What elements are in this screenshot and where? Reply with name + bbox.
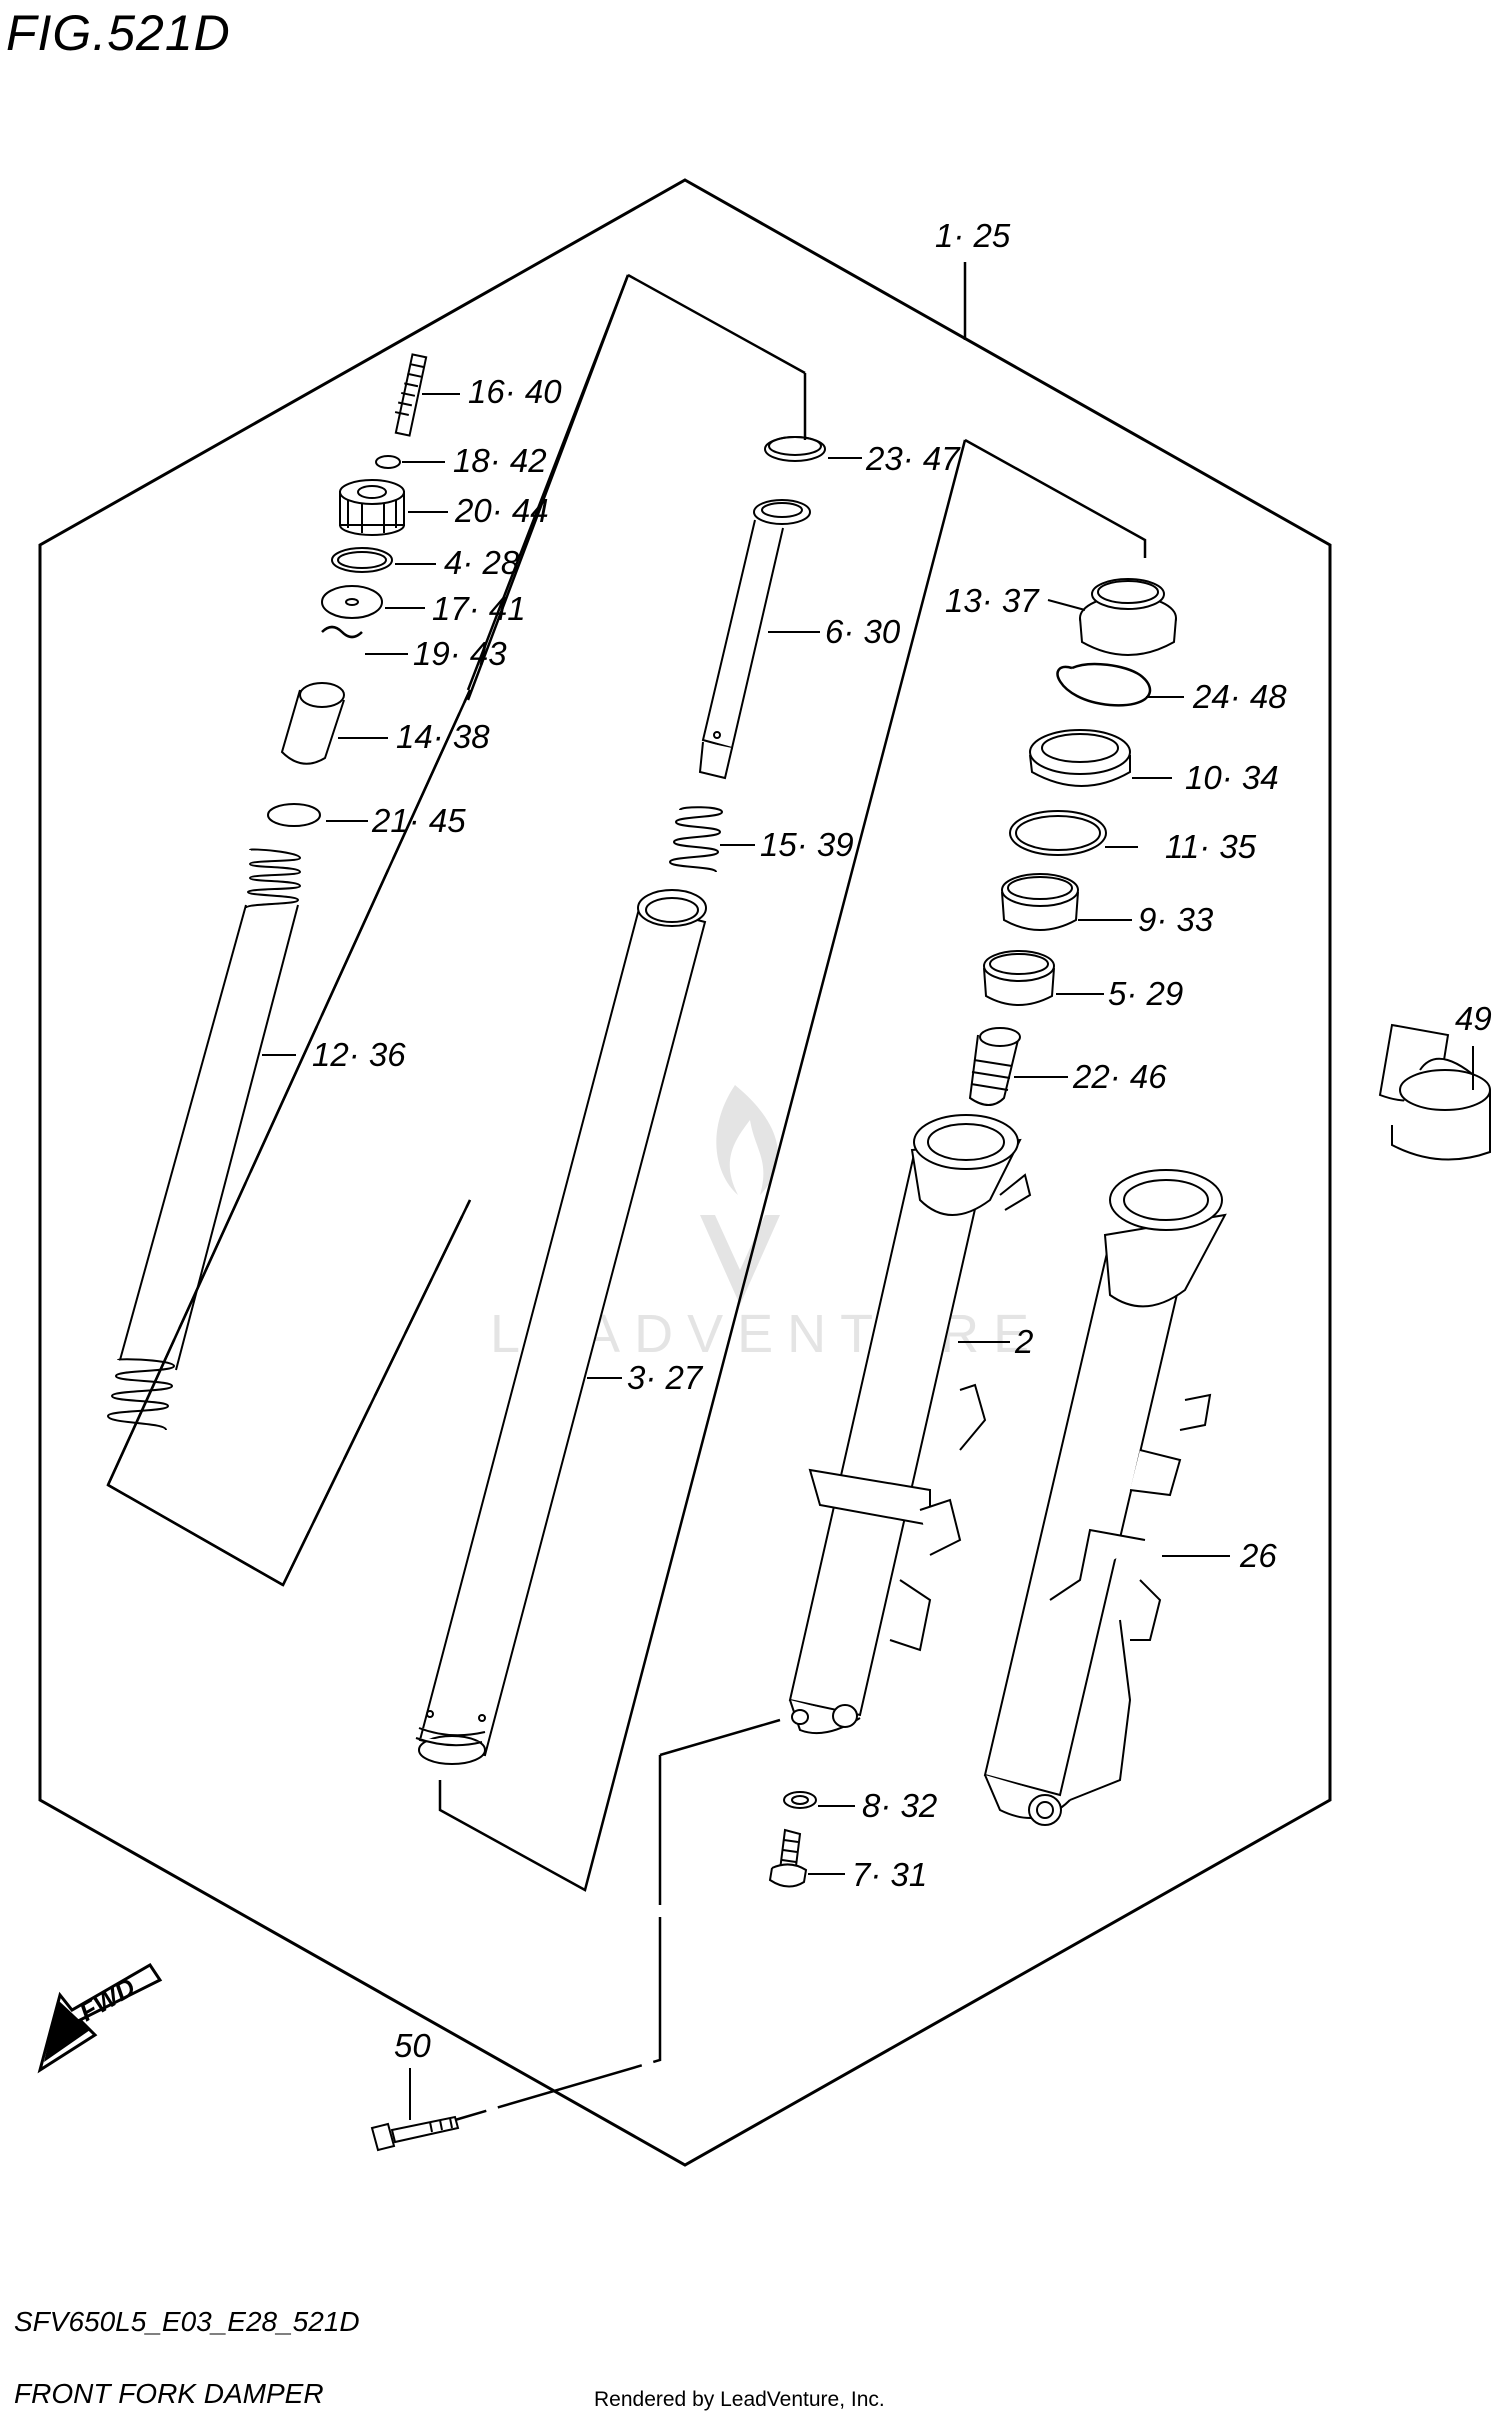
part-20-44 — [339, 479, 405, 536]
part-10-34 — [1029, 729, 1131, 787]
part-18-42 — [375, 455, 401, 469]
callout-8-32: 8· 32 — [862, 1787, 937, 1824]
callout-labels: 1· 25 16· 40 18· 42 20· 44 4· 28 17· 41 … — [312, 217, 1492, 2064]
callout-18-42: 18· 42 — [453, 442, 547, 479]
drawing-code: SFV650L5_E03_E28_521D — [14, 2306, 360, 2337]
callout-15-39: 15· 39 — [760, 826, 854, 863]
part-26 — [983, 1169, 1227, 1826]
part-23-47 — [764, 436, 826, 462]
part-13-37 — [1079, 578, 1177, 656]
part-14-38 — [280, 682, 345, 765]
part-4-28 — [331, 547, 393, 573]
part-22-46 — [968, 1027, 1021, 1106]
callout-22-46: 22· 46 — [1072, 1058, 1167, 1095]
callout-4-28: 4· 28 — [444, 544, 520, 581]
part-2 — [788, 1114, 1032, 1735]
callout-14-38: 14· 38 — [396, 718, 490, 755]
callout-11-35: 11· 35 — [1165, 828, 1257, 865]
callout-49: 49 — [1455, 1000, 1492, 1037]
render-credit: Rendered by LeadVenture, Inc. — [594, 2388, 885, 2411]
part-7-31 — [768, 1828, 808, 1888]
outer-tube-group-boundary — [438, 373, 1147, 1892]
callout-21-45: 21· 45 — [371, 802, 466, 839]
callout-1-25: 1· 25 — [935, 217, 1011, 254]
fwd-arrow-icon: FWD — [37, 1962, 163, 2074]
callout-50: 50 — [394, 2027, 431, 2064]
part-21-45 — [267, 803, 321, 827]
part-11-35 — [1009, 810, 1107, 856]
part-5-29 — [983, 950, 1055, 1006]
part-8-32 — [783, 1791, 817, 1809]
callout-16-40: 16· 40 — [468, 373, 562, 410]
part-50 — [370, 2115, 460, 2152]
callout-10-34: 10· 34 — [1185, 759, 1279, 796]
callout-2: 2 — [1014, 1323, 1033, 1360]
part-3-27 — [415, 889, 707, 1765]
part-6-30 — [698, 499, 811, 780]
figure-title: FIG.521D — [6, 5, 231, 61]
part-19-43 — [321, 625, 363, 639]
assembly-name: FRONT FORK DAMPER — [14, 2378, 324, 2409]
callout-19-43: 19· 43 — [413, 635, 507, 672]
part-24-48 — [1056, 662, 1152, 707]
callout-17-41: 17· 41 — [432, 590, 526, 627]
part-9-33 — [1001, 873, 1079, 931]
callout-12-36: 12· 36 — [312, 1036, 406, 1073]
part-16-40 — [394, 353, 428, 437]
part-15-39 — [668, 806, 724, 873]
callout-9-33: 9· 33 — [1138, 901, 1214, 938]
callout-20-44: 20· 44 — [454, 492, 549, 529]
part-49 — [1378, 1023, 1491, 1161]
callout-13-37: 13· 37 — [945, 582, 1040, 619]
callout-3-27: 3· 27 — [627, 1359, 704, 1396]
callout-6-30: 6· 30 — [825, 613, 901, 650]
part-12-36 — [106, 848, 302, 1431]
outer-boundary — [38, 178, 1332, 2167]
callout-5-29: 5· 29 — [1108, 975, 1183, 1012]
callout-26: 26 — [1239, 1537, 1277, 1574]
callout-7-31: 7· 31 — [852, 1856, 927, 1893]
part-17-41 — [321, 585, 383, 619]
callout-23-47: 23· 47 — [865, 440, 961, 477]
callout-24-48: 24· 48 — [1192, 678, 1287, 715]
